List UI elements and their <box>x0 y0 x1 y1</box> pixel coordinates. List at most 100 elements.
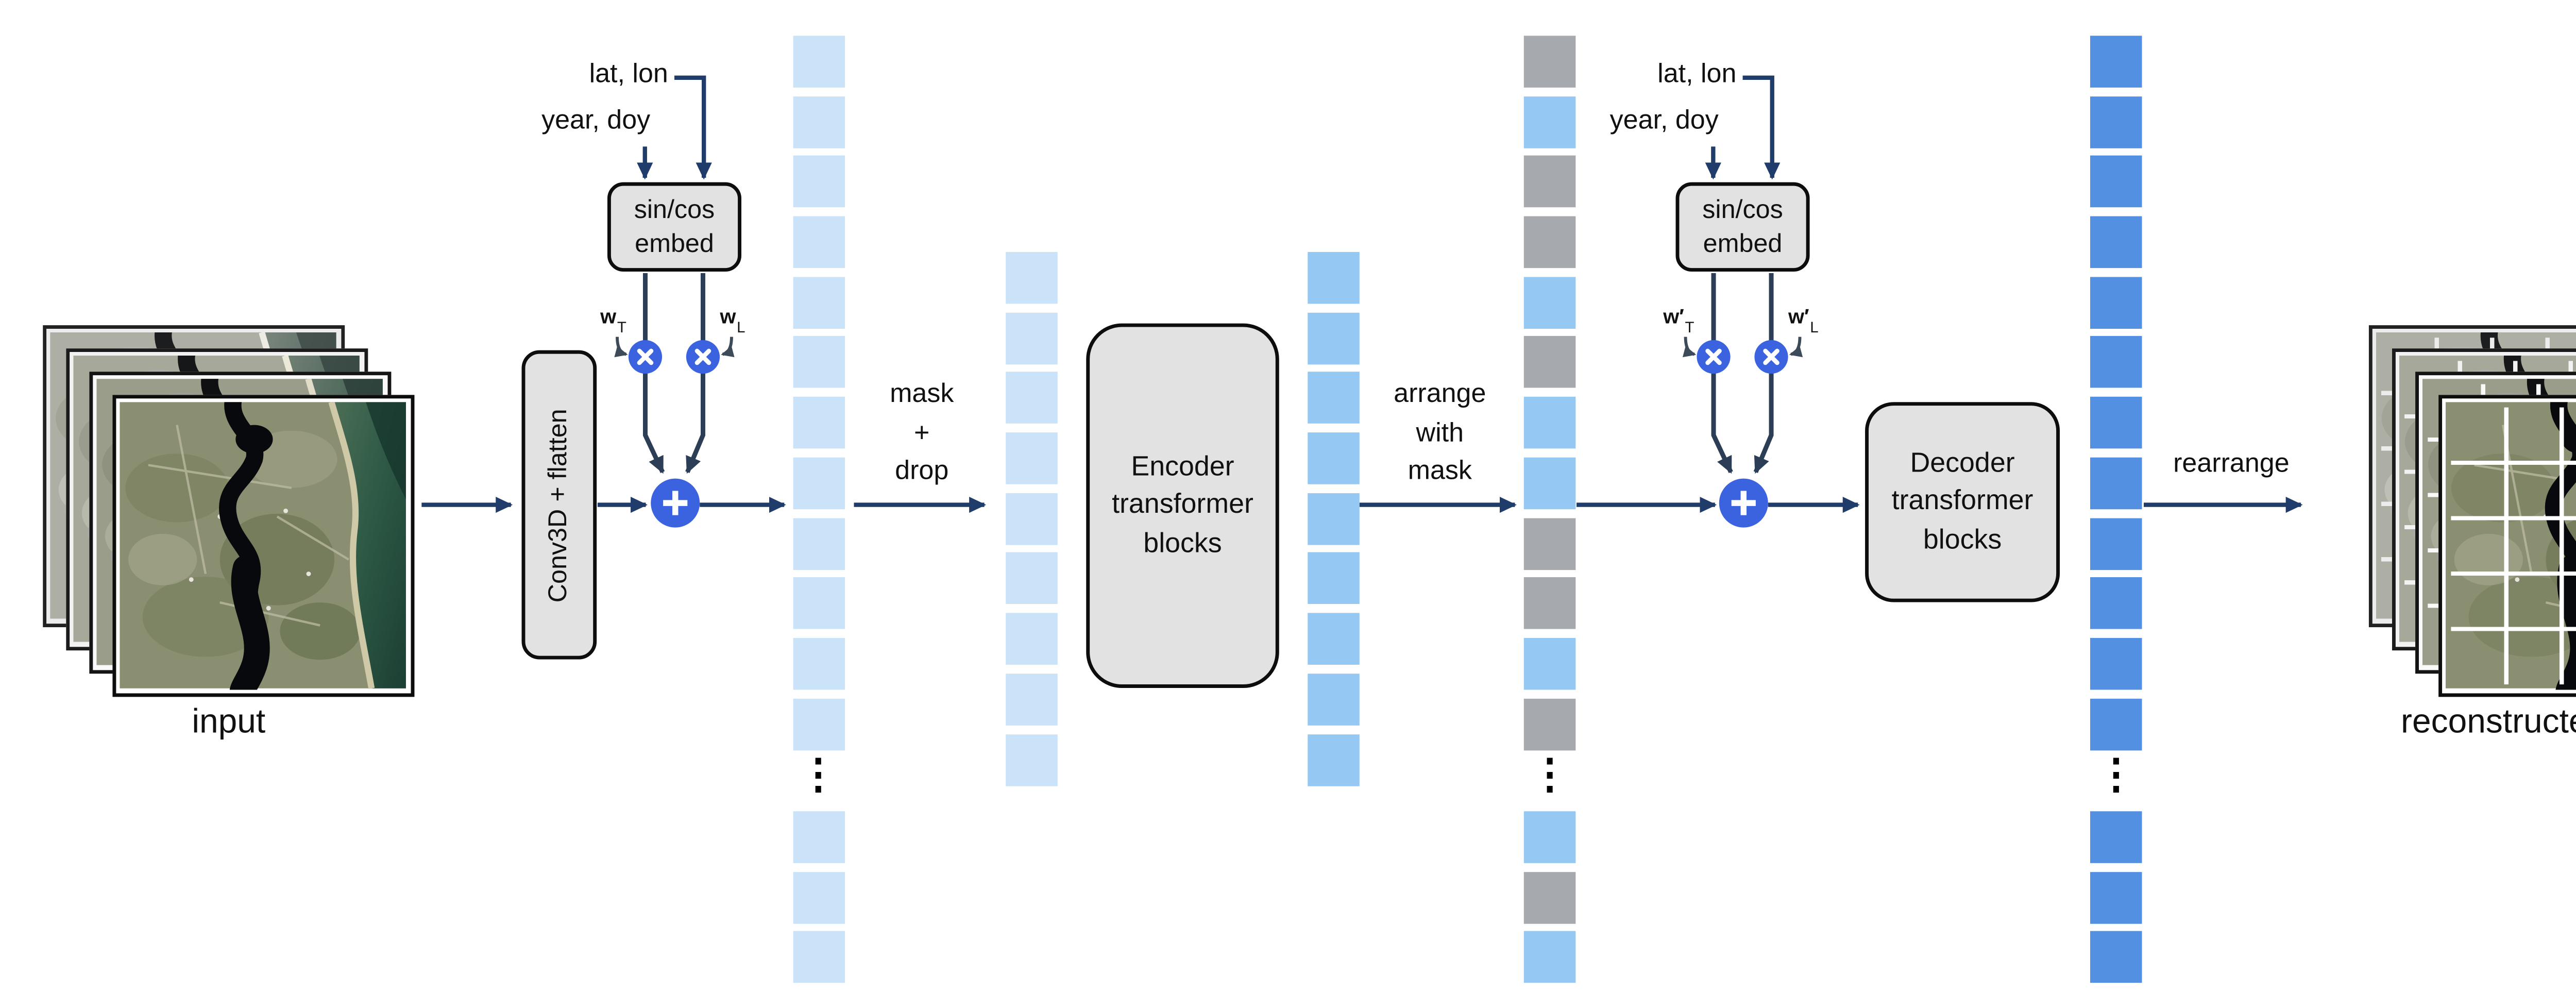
input-frame-front <box>112 395 415 697</box>
token-cell-light <box>1006 432 1058 484</box>
add-icon <box>1719 478 1768 528</box>
token-cell-light <box>792 517 844 569</box>
token-cell-light <box>792 337 844 389</box>
token-cell-light <box>792 156 844 208</box>
hook-weight-time-enc <box>614 337 628 358</box>
token-cell-light <box>1006 613 1058 665</box>
add-icon <box>651 478 700 528</box>
conv3d-flatten-box: Conv3D + flatten <box>521 350 597 660</box>
token-cell-masked <box>1523 698 1576 750</box>
token-cell-decoded <box>2090 156 2142 208</box>
multiply-icon <box>628 340 663 374</box>
sincos-line1: sin/cos <box>634 195 715 225</box>
token-cell-decoded <box>2090 637 2142 690</box>
year-doy-label-encoder: year, doy <box>541 105 651 136</box>
token-cell-decoded <box>2090 216 2142 268</box>
token-cell-medium <box>1523 397 1576 449</box>
arrange-with-mask-annotation: arrange with mask <box>1394 379 1486 486</box>
token-cell-medium <box>1523 276 1576 329</box>
token-cell-decoded <box>2090 517 2142 569</box>
token-cell-decoded <box>2090 698 2142 750</box>
token-cell-decoded <box>2090 96 2142 148</box>
arrow-latlon-enc <box>674 75 712 180</box>
encoder-transformer-box: Encoder transformer blocks <box>1086 323 1279 688</box>
token-cell-light <box>1006 372 1058 425</box>
token-cell-masked <box>1523 871 1576 923</box>
lat-lon-label-decoder: lat, lon <box>1657 59 1737 90</box>
token-cell-masked <box>1523 577 1576 630</box>
ellipsis-decoded-column: ⋮ <box>2095 750 2137 797</box>
token-cell-light <box>792 457 844 509</box>
token-cell-masked <box>1523 36 1576 88</box>
token-column-arranged-top <box>1523 36 1576 750</box>
stem-mult-loc-to-add-enc <box>685 366 705 474</box>
token-cell-light <box>792 96 844 148</box>
token-cell-medium <box>1307 552 1359 605</box>
token-cell-light <box>1006 733 1058 785</box>
stem-mult-loc-to-add-dec <box>1753 366 1774 474</box>
token-cell-light <box>1006 552 1058 605</box>
token-cell-medium <box>1523 931 1576 984</box>
token-cell-light <box>1006 312 1058 364</box>
reconstructed-frame-front <box>2438 395 2576 697</box>
token-cell-medium <box>1307 673 1359 726</box>
year-doy-label-decoder: year, doy <box>1609 105 1719 136</box>
stem-mult-time-to-add-dec <box>1711 366 1733 474</box>
token-cell-light <box>792 216 844 268</box>
decoder-transformer-box: Decoder transformer blocks <box>1865 402 2060 602</box>
token-cell-medium <box>1307 733 1359 785</box>
token-cell-light <box>792 931 844 984</box>
multiply-icon <box>1697 340 1731 374</box>
token-cell-masked <box>1523 517 1576 569</box>
hook-weight-time-dec <box>1682 337 1697 358</box>
token-column-decoded-top <box>2090 36 2142 750</box>
token-cell-light <box>792 637 844 690</box>
multiply-icon <box>686 340 720 374</box>
token-cell-medium <box>1307 613 1359 665</box>
token-column-encoder-input <box>1006 251 1058 785</box>
token-cell-light <box>792 871 844 923</box>
multiply-icon <box>1754 340 1788 374</box>
token-cell-medium <box>1307 251 1359 304</box>
token-cell-medium <box>1523 811 1576 863</box>
token-cell-decoded <box>2090 811 2142 863</box>
token-cell-masked <box>1523 216 1576 268</box>
satellite-image <box>121 403 407 690</box>
token-column-encoder-output <box>1307 251 1359 785</box>
stem-mult-time-to-add-enc <box>642 366 665 474</box>
token-cell-medium <box>1307 312 1359 364</box>
token-column-embedded-bottom <box>792 811 844 984</box>
hook-weight-loc-enc <box>721 337 735 358</box>
sincos-embed-box-encoder: sin/cos embed <box>607 182 742 272</box>
token-cell-medium <box>1523 637 1576 690</box>
token-cell-masked <box>1523 337 1576 389</box>
input-image-stack <box>43 325 415 697</box>
token-cell-light <box>792 276 844 329</box>
token-cell-medium <box>1307 432 1359 484</box>
token-cell-light <box>792 577 844 630</box>
conv3d-flatten-label: Conv3D + flatten <box>545 408 574 602</box>
sincos-embed-box-decoder: sin/cos embed <box>1675 182 1810 272</box>
token-cell-light <box>792 811 844 863</box>
patch-grid-overlay <box>2451 407 2576 685</box>
token-cell-decoded <box>2090 457 2142 509</box>
lat-lon-label-encoder: lat, lon <box>589 59 668 90</box>
input-label: input <box>192 704 266 742</box>
token-cell-light <box>792 36 844 88</box>
weight-loc-label-decoder: w′L <box>1788 307 1819 337</box>
rearrange-annotation: rearrange <box>2173 448 2290 479</box>
reconstructed-label: reconstructed image <box>2401 704 2576 742</box>
weight-time-label-decoder: w′T <box>1663 307 1694 337</box>
token-cell-light <box>1006 493 1058 545</box>
token-cell-medium <box>1523 457 1576 509</box>
token-cell-light <box>1006 673 1058 726</box>
token-column-embedded-top <box>792 36 844 750</box>
token-cell-medium <box>1523 96 1576 148</box>
sincos-line2: embed <box>1703 229 1783 259</box>
token-cell-light <box>792 397 844 449</box>
token-cell-decoded <box>2090 397 2142 449</box>
token-cell-medium <box>1307 493 1359 545</box>
